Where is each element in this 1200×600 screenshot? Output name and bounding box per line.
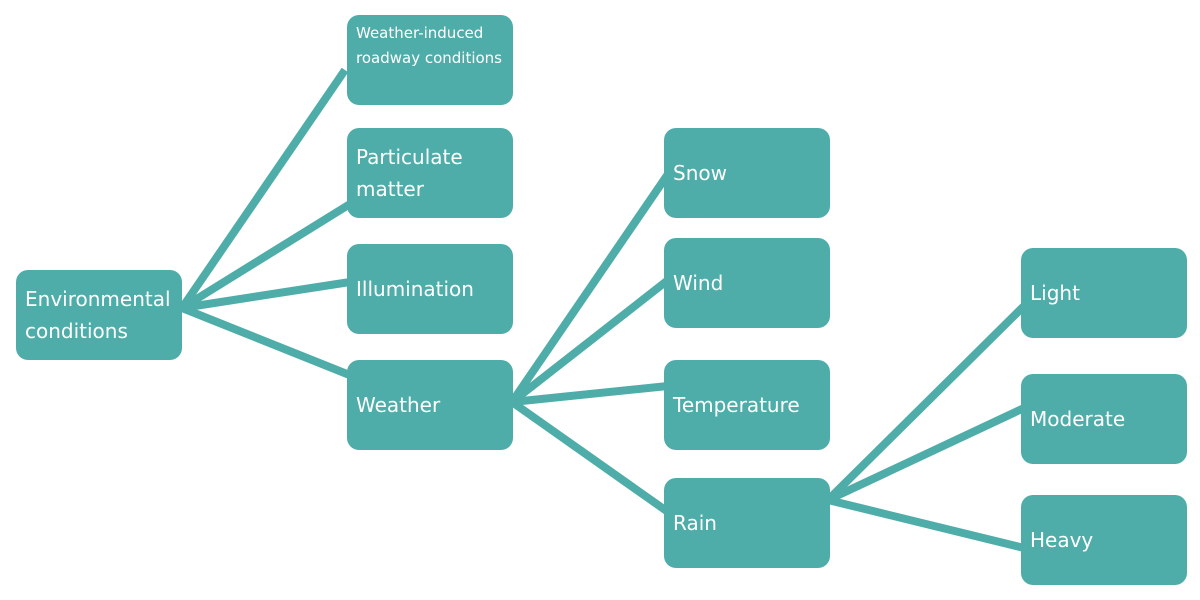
connector-weather-wind — [509, 276, 671, 406]
node-heavy: Heavy — [1021, 495, 1187, 585]
node-snow: Snow — [664, 128, 830, 218]
connector-env-pm — [179, 200, 353, 312]
node-environmental-conditions: Environmental conditions — [16, 270, 182, 360]
connector-weather-temp — [511, 382, 669, 406]
node-temperature: Temperature — [664, 360, 830, 450]
node-particulate-matter: Particulate matter — [347, 128, 513, 218]
connector-weather-snow — [508, 171, 672, 405]
connector-env-wird — [178, 67, 349, 311]
connector-rain-heavy — [827, 496, 1025, 552]
connector-weather-rain — [509, 398, 671, 516]
node-wind: Wind — [664, 238, 830, 328]
connector-rain-moderate — [826, 404, 1026, 504]
node-rain: Rain — [664, 478, 830, 568]
node-illumination: Illumination — [347, 244, 513, 334]
connector-rain-light — [825, 303, 1027, 503]
connector-env-weather — [180, 304, 354, 380]
node-weather: Weather — [347, 360, 513, 450]
node-weather-induced-roadway-conditions: Weather-induced roadway conditions — [347, 15, 513, 105]
node-moderate: Moderate — [1021, 374, 1187, 464]
connector-env-illum — [181, 278, 351, 312]
node-light: Light — [1021, 248, 1187, 338]
